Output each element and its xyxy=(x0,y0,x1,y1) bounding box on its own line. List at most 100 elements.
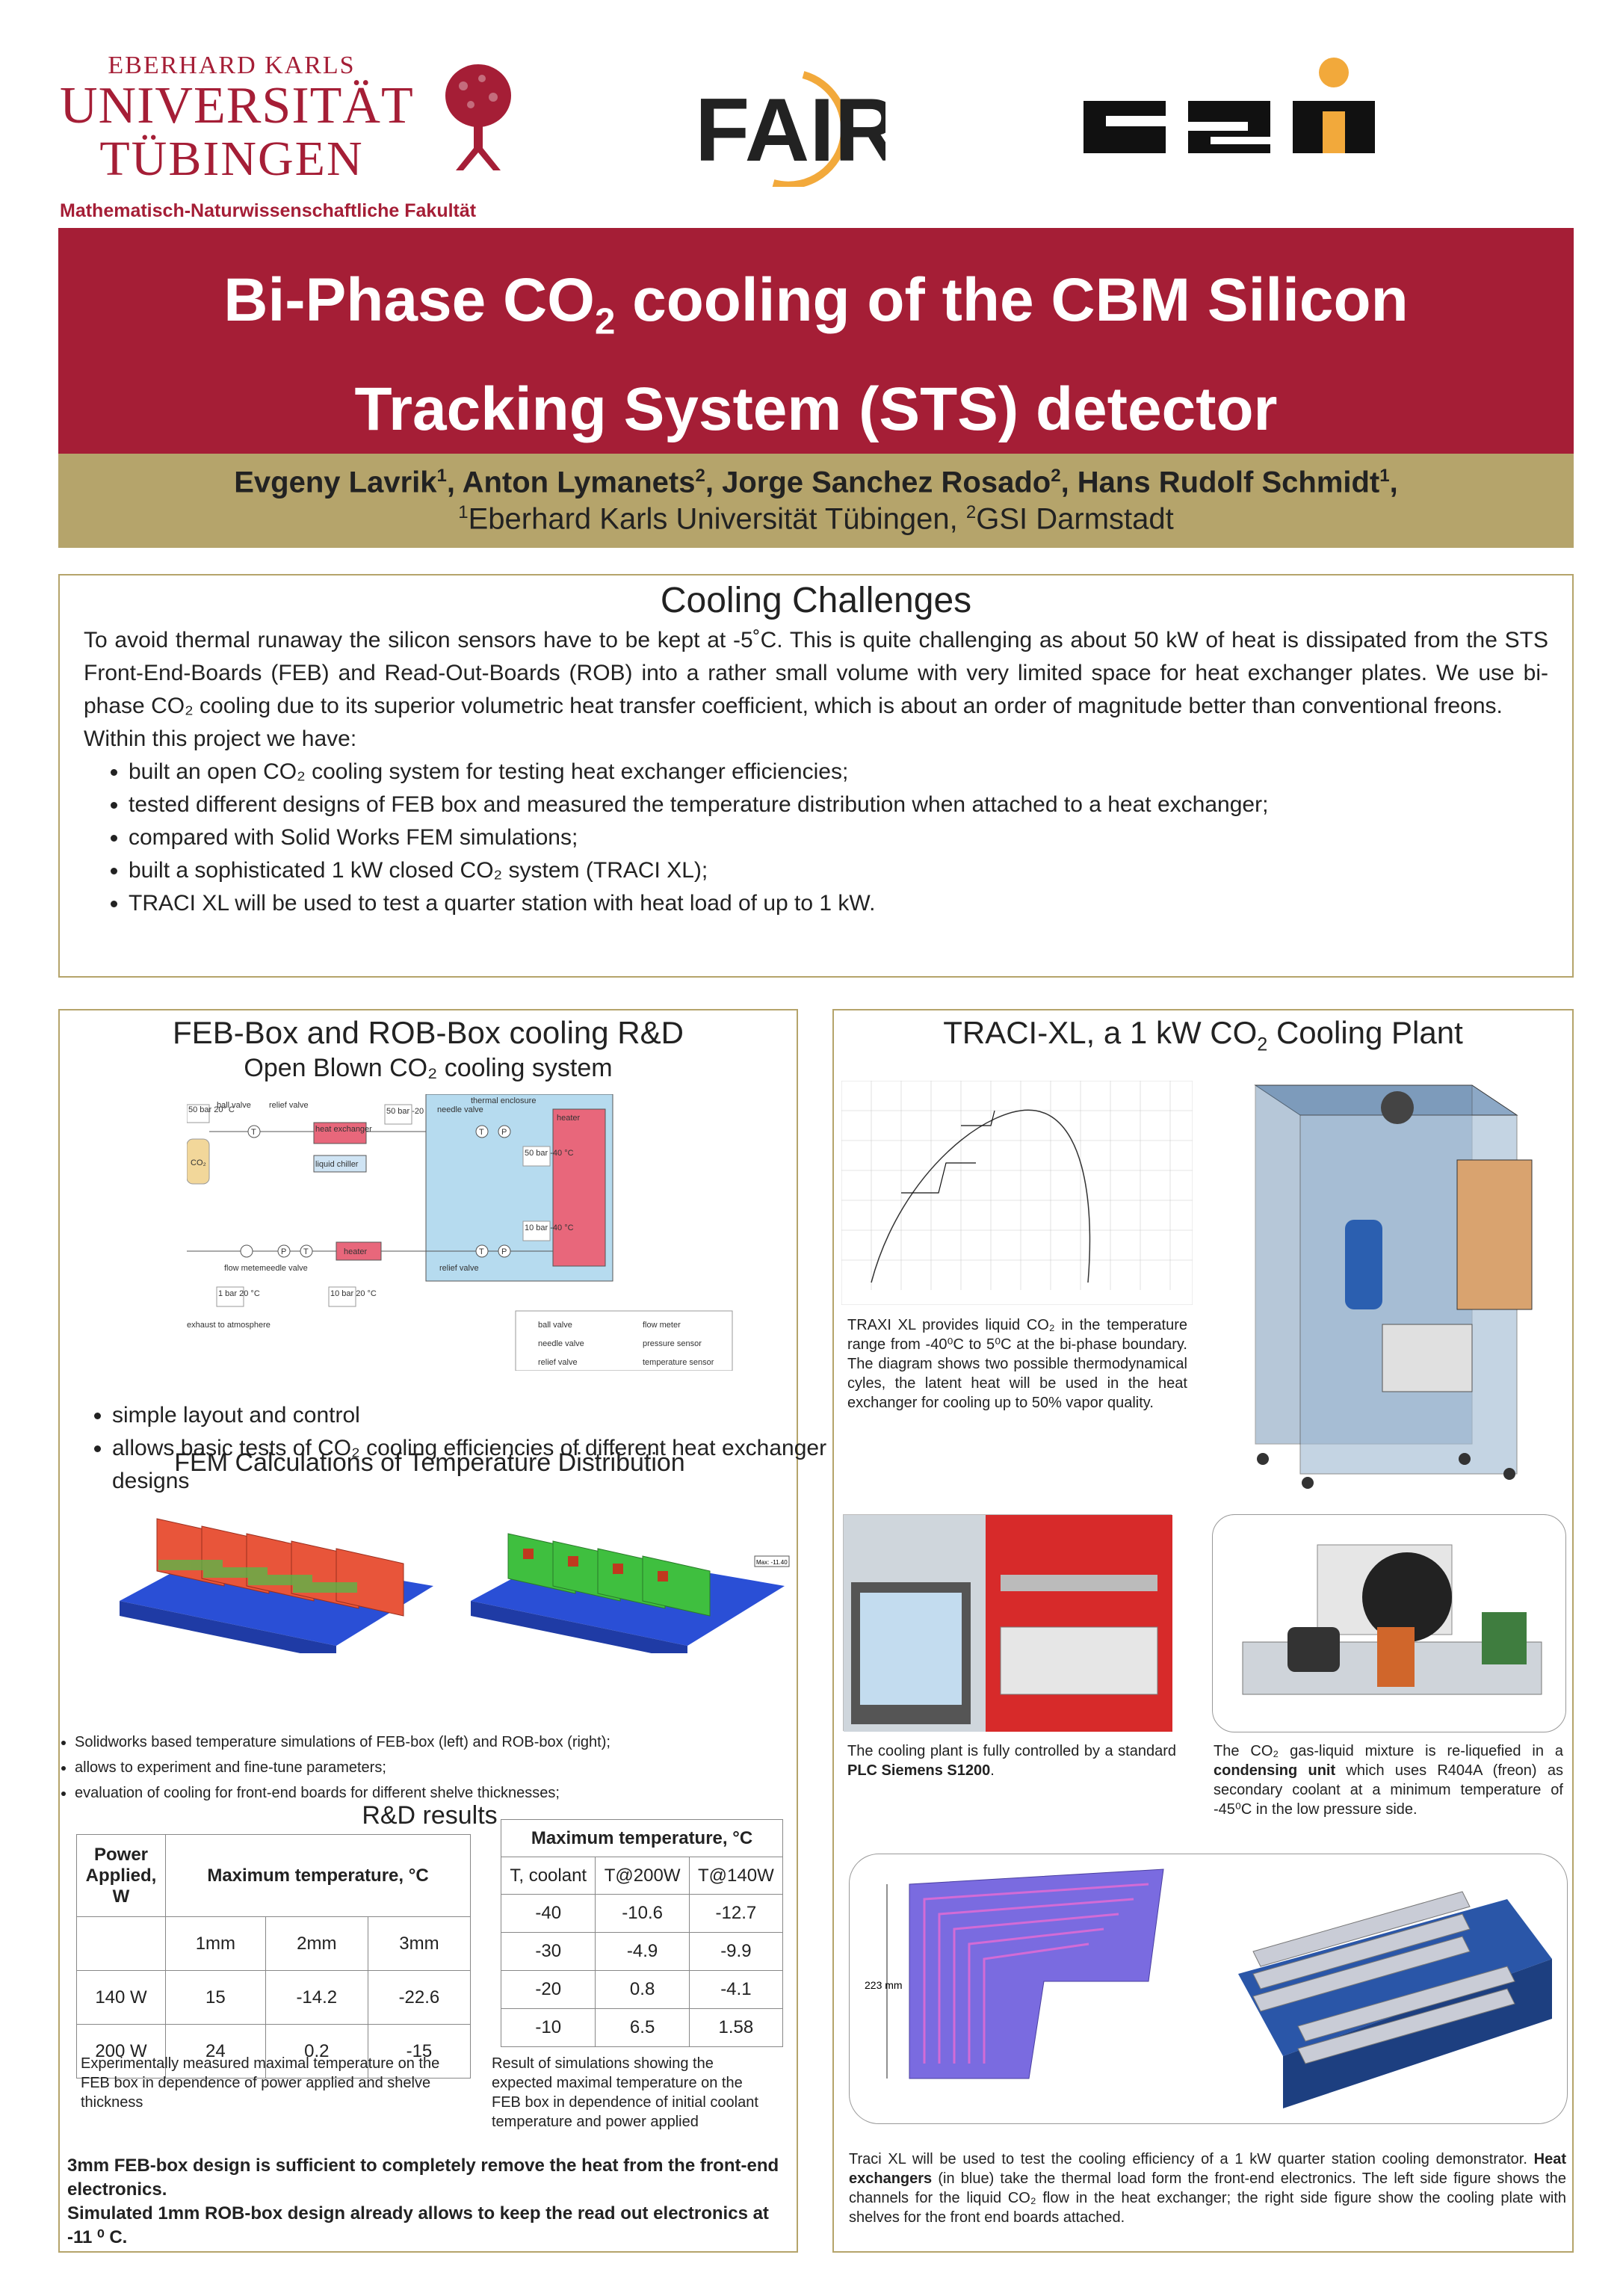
heat-exchanger-images: 223 mm xyxy=(849,1854,1568,2124)
feb-rob-panel: FEB-Box and ROB-Box cooling R&D Open Blo… xyxy=(58,1009,826,2253)
logo-line3: TÜBINGEN xyxy=(99,132,364,186)
logo-line1: EBERHARD KARLS xyxy=(108,52,356,79)
plc-photo-graphic xyxy=(844,1515,1172,1732)
diagram-label: CO₂ xyxy=(191,1158,206,1167)
rob-box-fem-image: Max: -11.40 xyxy=(471,1533,790,1653)
fair-text: FAIR xyxy=(695,80,885,180)
caption-text: The cooling plant is fully controlled by… xyxy=(847,1743,1176,1759)
conclusion-1: 3mm FEB-box design is sufficient to comp… xyxy=(67,2155,779,2200)
table-row: -30 -4.9 -9.9 xyxy=(500,1932,784,1971)
fair-logo-graphic: FAIR xyxy=(695,71,899,189)
diagram-label: ball valve xyxy=(217,1101,251,1110)
plc-caption: The cooling plant is fully controlled by… xyxy=(847,1741,1176,1780)
fair-logo: FAIR xyxy=(691,52,899,189)
challenges-list: built an open CO₂ cooling system for tes… xyxy=(84,756,1572,920)
author-1: Evgeny Lavrik xyxy=(234,466,437,499)
diagram-label: needle valve xyxy=(437,1105,483,1114)
fem-heading: FEM Calculations of Temperature Distribu… xyxy=(174,1448,685,1477)
title-line1-b: cooling of the CBM Silicon xyxy=(615,266,1409,334)
table-cell: 3mm xyxy=(367,1916,472,1971)
author-3: Jorge Sanchez Rosado xyxy=(722,466,1051,499)
table-row: 140 W 15 -14.2 -22.6 xyxy=(76,1970,472,2025)
results-table-simulated: Maximum temperature, °C T, coolant T@200… xyxy=(500,1819,784,2047)
table-cell: 0.8 xyxy=(595,1970,690,2009)
table-row: 200 W 24 0.2 -15 xyxy=(76,2024,472,2079)
open-system-bullets: simple layout and control allows basic t… xyxy=(67,1399,829,1498)
gsi-logo: GSI xyxy=(1083,56,1412,168)
plc-photo xyxy=(843,1514,1172,1732)
list-item: Solidworks based temperature simulations… xyxy=(75,1729,837,1755)
diagram-label: 50 bar -20 °C xyxy=(386,1107,436,1116)
table-header: Maximum temperature, °C xyxy=(501,1819,783,1857)
table-row: -40 -10.6 -12.7 xyxy=(500,1894,784,1933)
table-cell: -4.9 xyxy=(595,1932,690,1971)
diagram-label: relief valve xyxy=(439,1264,479,1273)
svg-text:P: P xyxy=(501,1128,507,1137)
author-4-sup: 1 xyxy=(1379,466,1390,486)
author-2-sup: 2 xyxy=(695,466,705,486)
diagram-label: relief valve xyxy=(269,1101,309,1110)
phase-diagram-caption: TRAXI XL provides liquid CO₂ in the temp… xyxy=(847,1315,1187,1413)
diagram-label: heater xyxy=(344,1247,368,1256)
table-cell xyxy=(76,1916,166,1971)
table-cell: -30 xyxy=(500,1932,596,1971)
feb-box-fem-image xyxy=(120,1518,433,1653)
title-sub: 2 xyxy=(594,300,616,342)
traci-heading-sub: 2 xyxy=(1257,1034,1268,1055)
traci-heading-b: Cooling Plant xyxy=(1267,1015,1463,1050)
table-cell: -22.6 xyxy=(367,1970,472,2025)
svg-text:T: T xyxy=(479,1128,484,1137)
traci-heading: TRACI-XL, a 1 kW CO2 Cooling Plant xyxy=(834,1015,1572,1055)
list-item: compared with Solid Works FEM simulation… xyxy=(129,821,1572,854)
challenges-para2: Within this project we have: xyxy=(84,726,357,751)
diagram-label: 10 bar -40 °C xyxy=(525,1223,574,1232)
diagram-label: 50 bar 20° C xyxy=(188,1105,235,1114)
cabinet-door xyxy=(1456,1159,1533,1310)
table-cell: 200 W xyxy=(76,2024,166,2079)
table-cell: 15 xyxy=(165,1970,266,2025)
diagram-label: 1 bar 20 °C xyxy=(218,1289,260,1298)
table-cell: -12.7 xyxy=(688,1894,784,1933)
heat-exchanger-graphic: 223 mm xyxy=(865,1868,1552,2108)
table-cell: T@200W xyxy=(595,1857,690,1895)
svg-text:T: T xyxy=(251,1128,256,1137)
table1-caption: Experimentally measured maximal temperat… xyxy=(81,2055,440,2111)
table-cell: 2mm xyxy=(265,1916,368,1971)
challenges-para1: To avoid thermal runaway the silicon sen… xyxy=(84,628,1548,718)
diagram-label: needle valve xyxy=(262,1264,308,1273)
legend-label: relief valve xyxy=(538,1358,578,1367)
caption-text: which uses R404A (freon) as secondary co… xyxy=(1214,1762,1563,1818)
diagram-label: flow meter xyxy=(224,1264,262,1273)
co2-bottle xyxy=(187,1138,210,1185)
list-item: allows basic tests of CO₂ cooling effici… xyxy=(112,1432,829,1498)
open-cooling-system-diagram: 50 bar 20° C CO₂ ball valve relief valve… xyxy=(187,1094,733,1371)
aff-1-sup: 1 xyxy=(458,502,469,523)
table-header: Maximum temperature, °C xyxy=(165,1834,471,1917)
legend-label: flow meter xyxy=(643,1321,681,1330)
table2-caption: Result of simulations showing the expect… xyxy=(492,2055,758,2130)
table-cell: -14.2 xyxy=(265,1970,368,2025)
heat-exchanger-caption: Traci XL will be used to test the coolin… xyxy=(849,2150,1566,2227)
table-cell: 140 W xyxy=(76,1970,166,2025)
list-item: tested different designs of FEB box and … xyxy=(129,789,1572,821)
heater-block xyxy=(552,1108,606,1267)
gsi-text: GSI xyxy=(1083,166,1086,167)
table-cell: 1.58 xyxy=(688,2008,784,2047)
diagram-label: thermal enclosure xyxy=(471,1096,536,1105)
author-3-sup: 2 xyxy=(1051,466,1061,486)
phase-diagram-image xyxy=(841,1081,1193,1305)
affiliation-2: GSI Darmstadt xyxy=(976,502,1174,536)
table-cell: -20 xyxy=(500,1970,596,2009)
fem-max-label: Max: -11.40 xyxy=(756,1559,788,1566)
list-item: TRACI XL will be used to test a quarter … xyxy=(129,887,1572,920)
table-cell: 6.5 xyxy=(595,2008,690,2047)
diagram-legend xyxy=(515,1310,733,1371)
list-item: built a sophisticated 1 kW closed CO₂ sy… xyxy=(129,854,1572,887)
table-cell: T, coolant xyxy=(500,1857,596,1895)
svg-text:T: T xyxy=(479,1247,484,1256)
tree-icon xyxy=(445,64,511,170)
table-cell: 0.2 xyxy=(265,2024,368,2079)
table-row: -10 6.5 1.58 xyxy=(500,2008,784,2047)
caption-text: Traci XL will be used to test the coolin… xyxy=(849,2151,1534,2167)
caption-text: . xyxy=(990,1762,995,1779)
